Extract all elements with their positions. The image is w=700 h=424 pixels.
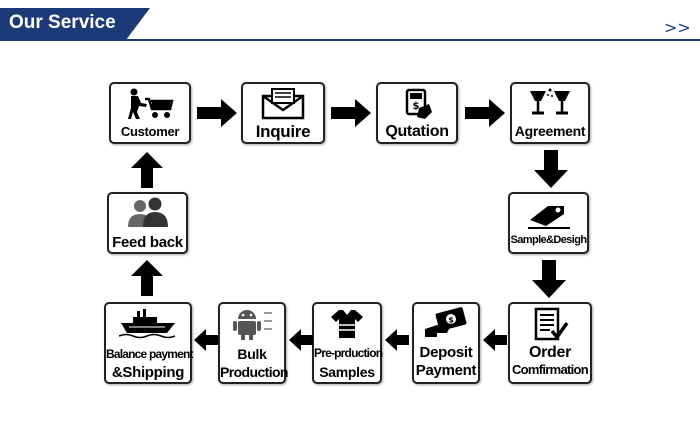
step-label: Customer [120, 124, 180, 139]
shopping-cart-icon [128, 88, 174, 119]
step-label: Feed back [112, 234, 183, 251]
arrow-left-icon [289, 329, 313, 351]
step-agreement: Agreement [510, 82, 590, 144]
step-label-line2: &Shipping [111, 364, 185, 381]
step-sample-design: Sample&Desigh [508, 192, 589, 254]
step-bulk-production: Bulk Production [218, 302, 288, 384]
step-label: Agreement [514, 123, 586, 139]
step-label-line1: Bulk [237, 346, 267, 362]
step-deposit-payment: $ Deposit Payment [412, 302, 480, 384]
step-preproduction-samples: Pre-prduction Samples [312, 302, 383, 384]
step-label: Sample&Desigh [510, 234, 588, 246]
step-balance-shipping: Balance payment &Shipping [104, 302, 194, 384]
svg-text:$: $ [448, 316, 454, 325]
header-divider [0, 39, 700, 41]
cargo-ship-icon [119, 309, 176, 339]
arrow-left-icon [385, 329, 409, 351]
more-link[interactable]: >> [664, 18, 691, 37]
champagne-glasses-icon [530, 88, 570, 115]
step-label-line1: Pre-prduction [314, 346, 383, 360]
step-label-line1: Balance payment [106, 347, 194, 361]
step-label-line1: Order [528, 344, 572, 361]
step-order-confirmation: Order Comfirmation [508, 302, 592, 384]
step-label-line2: Production [220, 364, 288, 380]
section-title: Our Service [9, 12, 116, 33]
step-feedback: Feed back [107, 192, 188, 254]
order-document-icon [534, 307, 569, 341]
sample-tag-icon [527, 206, 570, 229]
money-hand-icon: $ [425, 307, 467, 337]
arrow-left-icon [483, 329, 507, 351]
step-inquire: Inquire [241, 82, 325, 144]
arrow-right-icon [197, 99, 237, 127]
shirt-sample-icon [331, 310, 363, 338]
step-label-line1: Deposit [419, 344, 473, 361]
step-label-line2: Samples [319, 364, 375, 380]
arrow-down-icon [534, 150, 568, 188]
arrow-up-icon [131, 152, 163, 188]
svg-text:$: $ [413, 101, 420, 112]
step-qutation: $ Qutation [376, 82, 458, 144]
arrow-left-icon [194, 329, 218, 351]
step-customer: Customer [109, 82, 191, 144]
people-icon [127, 197, 168, 227]
section-header: Our Service >> [0, 0, 700, 42]
arrow-right-icon [465, 99, 505, 127]
arrow-right-icon [331, 99, 371, 127]
robot-production-icon [233, 310, 272, 340]
step-label: Qutation [385, 123, 449, 140]
arrow-down-icon [532, 260, 566, 298]
envelope-icon [261, 88, 305, 120]
step-label-line2: Payment [415, 362, 477, 379]
step-label: Inquire [255, 122, 311, 141]
section-tab [0, 8, 150, 40]
calculator-hand-icon: $ [405, 88, 432, 119]
arrow-up-icon [131, 260, 163, 296]
step-label-line2: Comfirmation [511, 362, 589, 377]
